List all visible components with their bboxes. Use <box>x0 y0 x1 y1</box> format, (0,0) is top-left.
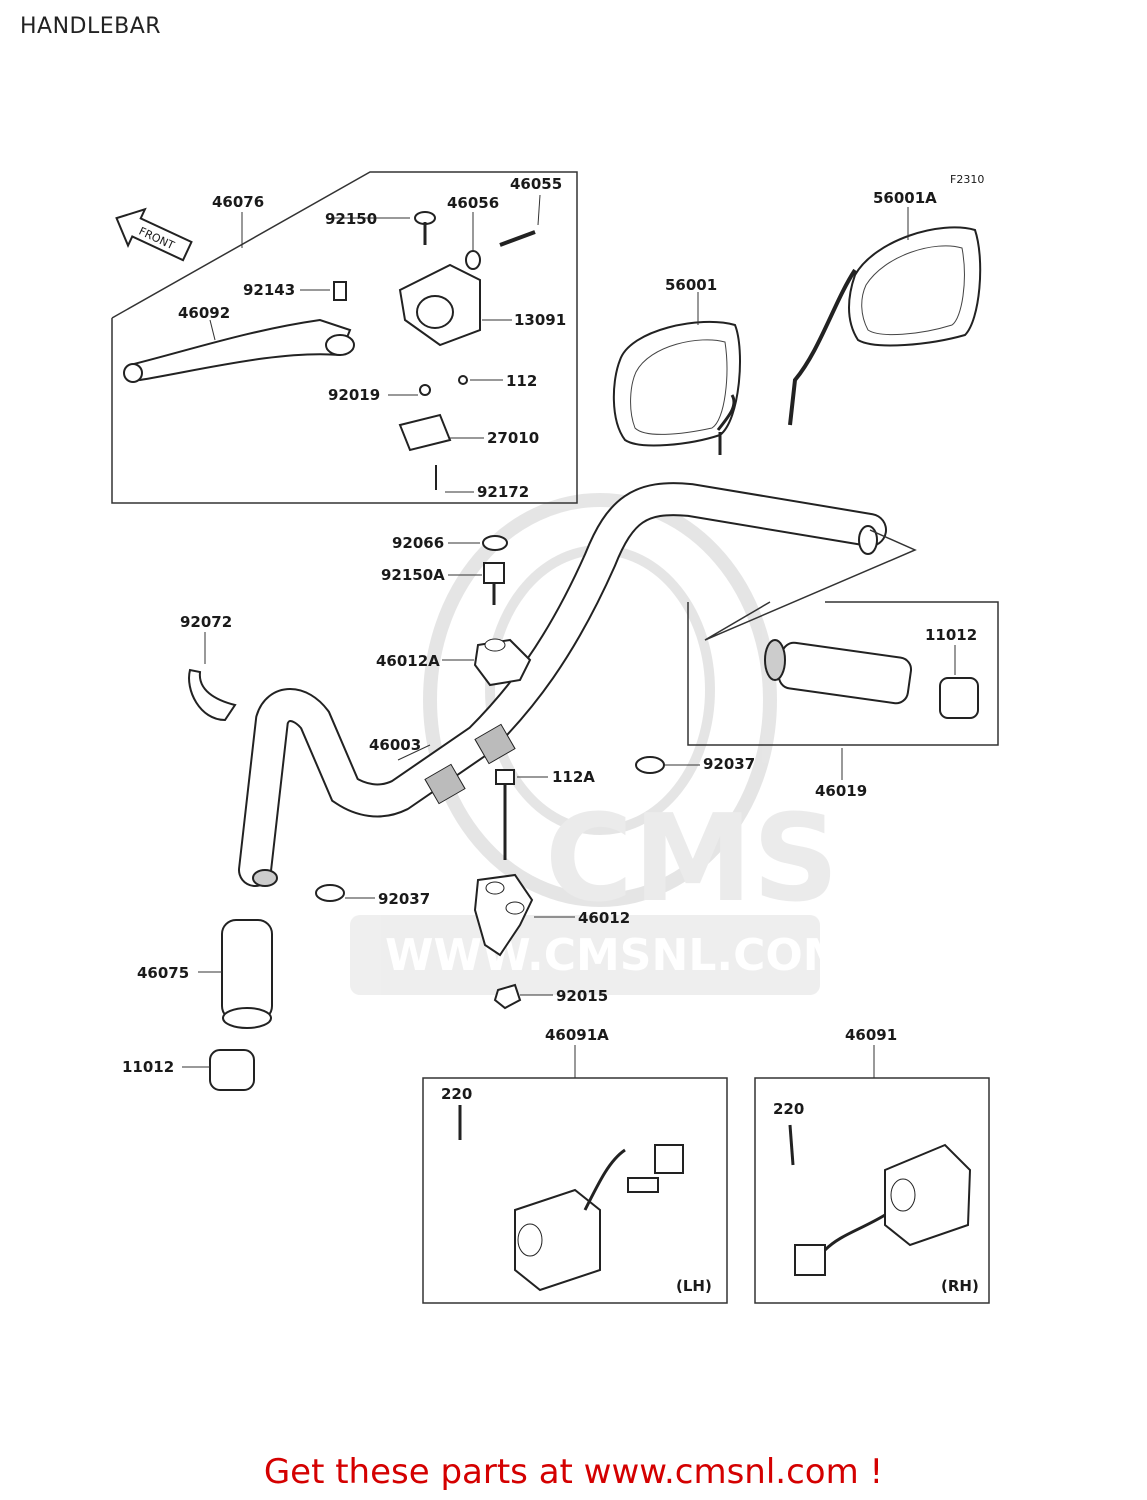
label-220-right: 220 <box>773 1100 804 1118</box>
page-title: HANDLEBAR <box>20 14 162 39</box>
label-27010: 27010 <box>487 429 539 447</box>
label-46091A: 46091A <box>545 1026 609 1044</box>
mirror-56001 <box>612 292 741 455</box>
label-56001: 56001 <box>665 276 717 294</box>
label-56001A: 56001A <box>873 189 937 207</box>
label-lh: (LH) <box>676 1277 712 1295</box>
label-46055: 46055 <box>510 175 562 193</box>
label-11012-right: 11012 <box>925 626 977 644</box>
label-46019: 46019 <box>815 782 867 800</box>
handlebar-46003 <box>238 482 887 887</box>
label-92150A: 92150A <box>381 566 445 584</box>
label-92015: 92015 <box>556 987 608 1005</box>
label-112A: 112A <box>552 768 595 786</box>
label-rh: (RH) <box>941 1277 979 1295</box>
box-46076 <box>111 171 578 504</box>
label-220-left: 220 <box>441 1085 472 1103</box>
label-92150: 92150 <box>325 210 377 228</box>
label-92066: 92066 <box>392 534 444 552</box>
label-92072: 92072 <box>180 613 232 631</box>
figure-code: F2310 <box>950 173 984 186</box>
label-46091: 46091 <box>845 1026 897 1044</box>
label-92037-left: 92037 <box>378 890 430 908</box>
label-46075: 46075 <box>137 964 189 982</box>
box-46019 <box>635 529 999 780</box>
label-46012A: 46012A <box>376 652 440 670</box>
footer-link[interactable]: Get these parts at www.cmsnl.com ! <box>263 1452 884 1492</box>
watermark-site: WWW.CMSNL.COM <box>385 930 847 981</box>
mirror-56001A <box>788 207 982 426</box>
label-92037-right: 92037 <box>703 755 755 773</box>
label-92143: 92143 <box>243 281 295 299</box>
label-11012-left: 11012 <box>122 1058 174 1076</box>
label-92172: 92172 <box>477 483 529 501</box>
watermark-brand: CMS <box>545 790 839 929</box>
clamp-parts <box>188 535 575 1010</box>
label-92019: 92019 <box>328 386 380 404</box>
label-46076: 46076 <box>212 193 264 211</box>
front-arrow-icon: FRONT <box>115 207 193 262</box>
label-46092: 46092 <box>178 304 230 322</box>
label-13091: 13091 <box>514 311 566 329</box>
label-46056: 46056 <box>447 194 499 212</box>
box-46091A <box>422 1045 728 1304</box>
box-46091 <box>754 1045 990 1304</box>
label-112: 112 <box>506 372 537 390</box>
label-46003: 46003 <box>369 736 421 754</box>
label-46012: 46012 <box>578 909 630 927</box>
left-grip-parts <box>182 869 278 1091</box>
